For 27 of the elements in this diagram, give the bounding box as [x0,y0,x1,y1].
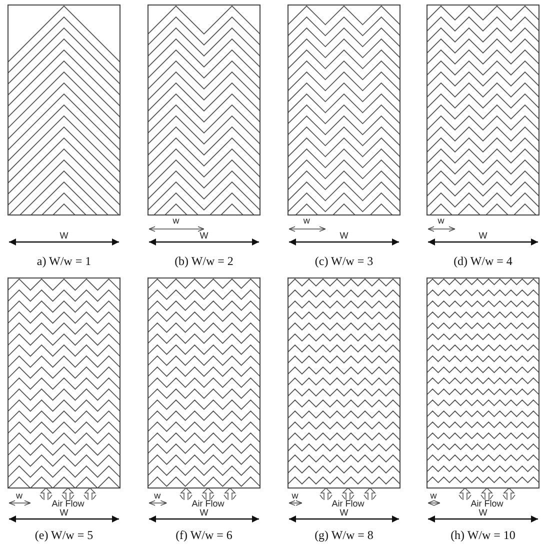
panel-caption: (h) W/w = 10 [450,529,516,541]
dimension-label: W [340,232,348,240]
dimension-label: W [478,232,488,240]
panel-caption: (c) W/w = 3 [314,255,374,267]
flow-label: Air Flow [332,500,364,508]
flow-label: Air Flow [192,500,224,508]
dimension-label: w [303,216,310,226]
flow-label: Air Flow [470,500,504,508]
panel-caption: a) W/w = 1 [36,255,92,267]
panel-caption: (g) W/w = 8 [314,529,374,541]
dimension-label: w [292,492,298,500]
dimension-label: w [154,492,161,500]
dimension-label: w [172,216,180,226]
panel-caption: (e) W/w = 5 [34,529,94,541]
dimension-label: W [200,508,208,518]
panel-caption: (f) W/w = 6 [176,529,232,541]
dimension-label: W [200,232,208,240]
dimension-label: w [16,492,22,500]
dimension-label: W [60,508,68,518]
dimension-label: w [438,216,444,226]
flow-label: Air Flow [52,500,84,508]
dimension-label: W [60,232,68,240]
dimension-label: W [478,508,488,518]
panel-caption: (b) W/w = 2 [174,255,234,267]
dimension-label: w [430,492,437,500]
dimension-label: W [340,508,348,518]
panel-caption: (d) W/w = 4 [454,255,512,267]
